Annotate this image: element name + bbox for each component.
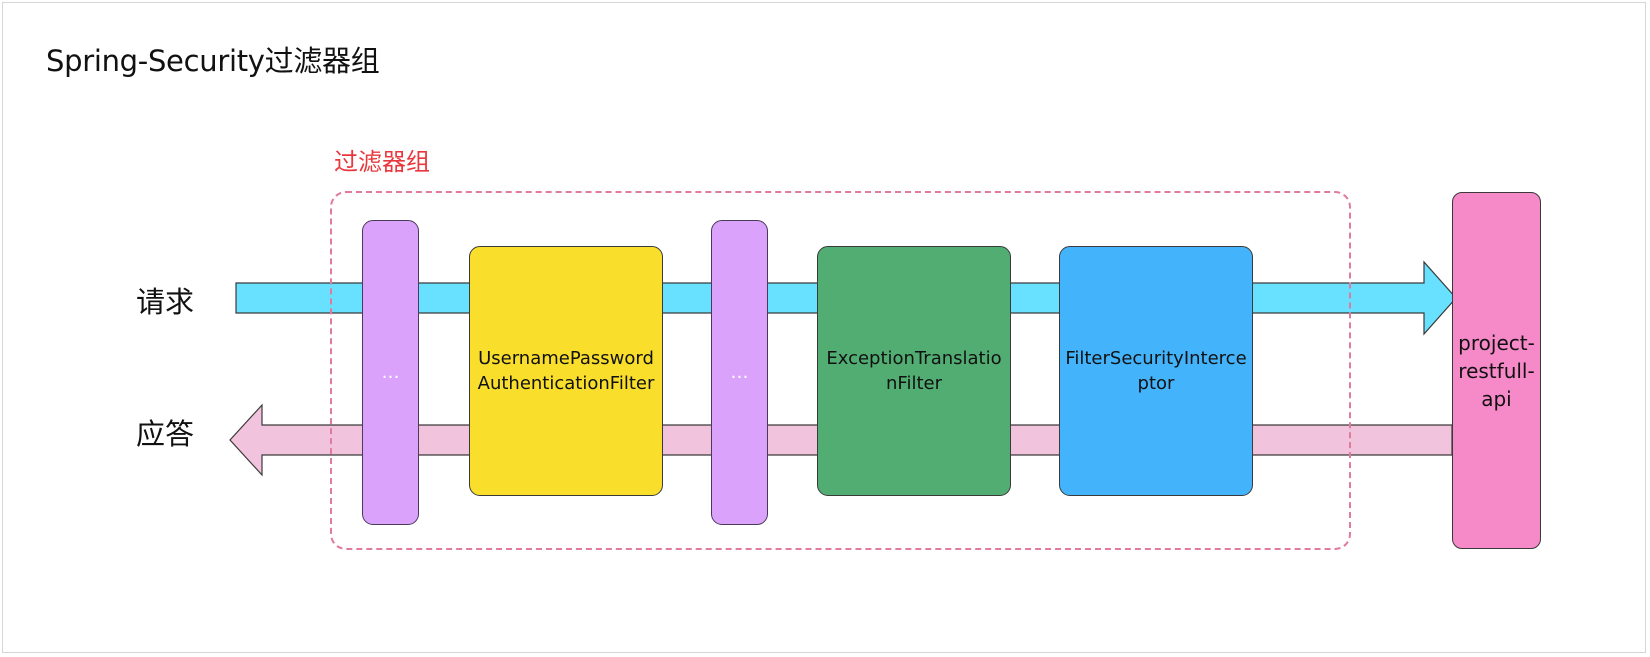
username-password-authentication-filter: UsernamePasswordAuthenticationFilter: [469, 246, 663, 496]
diagram-title: Spring-Security过滤器组: [46, 44, 380, 78]
filter-group-box: [330, 191, 1351, 550]
filter-ellipsis-2: …: [711, 220, 768, 525]
project-restfull-api-app: project-restfull-api: [1452, 192, 1541, 549]
username-password-authentication-filter-label: UsernamePasswordAuthenticationFilter: [477, 348, 655, 394]
response-label: 应答: [136, 417, 195, 451]
filter-ellipsis-1: …: [362, 220, 419, 525]
filter-security-interceptor: FilterSecurityInterceptor: [1059, 246, 1253, 496]
filter-group-label: 过滤器组: [334, 148, 430, 176]
filter-ellipsis-1-label: …: [381, 362, 400, 383]
project-restfull-api-label: project-restfull-api: [1458, 330, 1535, 411]
request-label: 请求: [136, 285, 195, 319]
exception-translation-filter: ExceptionTranslationFilter: [817, 246, 1011, 496]
exception-translation-filter-label: ExceptionTranslationFilter: [826, 348, 1002, 394]
filter-ellipsis-2-label: …: [730, 362, 749, 383]
filter-security-interceptor-label: FilterSecurityInterceptor: [1065, 348, 1247, 394]
